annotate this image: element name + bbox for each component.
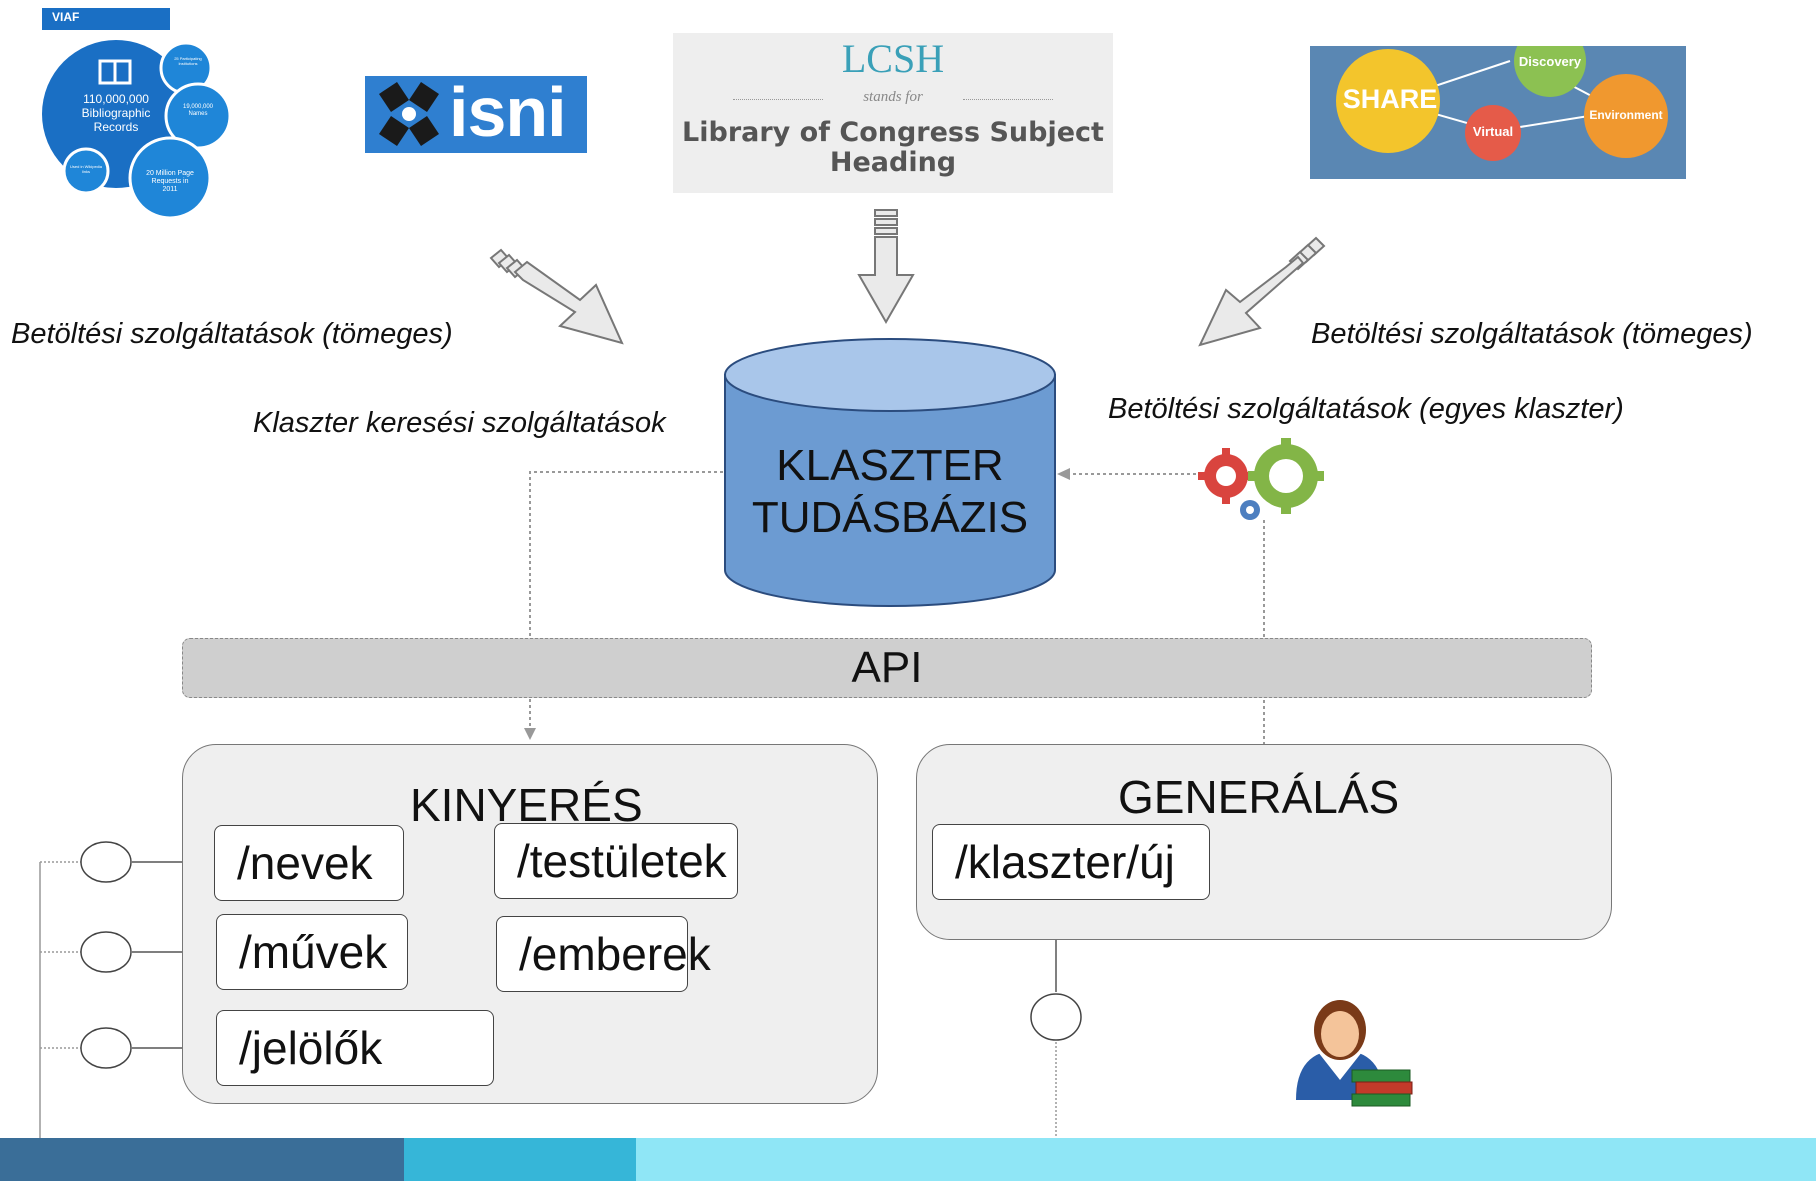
isni-logo: isni: [365, 73, 587, 153]
muvek-interface-circle: [80, 931, 132, 973]
footer-band-light: [636, 1138, 1816, 1181]
viaf-badge: VIAF: [52, 10, 80, 24]
viaf-requests-text: 20 Million Page Requests in 2011: [146, 170, 194, 193]
endpoint-klaszter-uj[interactable]: /klaszter/új: [932, 824, 1210, 900]
lcsh-stands-for: stands for: [863, 89, 923, 105]
cluster-search-label: Klaszter keresési szolgáltatások: [253, 407, 666, 439]
share-discovery: Discovery: [1518, 54, 1582, 69]
gears-icon: [1198, 438, 1324, 520]
lcsh-full-line2: Heading: [829, 147, 957, 178]
lcsh-full-line1: Library of Congress Subject: [682, 117, 1104, 148]
lcsh-logo: LCSH stands for Library of Congress Subj…: [673, 33, 1113, 193]
share-label: SHARE: [1342, 84, 1438, 114]
generation-interface-circle: [1030, 993, 1082, 1041]
interface-lines: [39, 861, 1057, 1181]
interface-circles: [80, 841, 1082, 1069]
librarian-icon: [1296, 1000, 1413, 1107]
database-title-line1: KLASZTER: [776, 441, 1004, 490]
search-connector: [529, 471, 723, 728]
lcsh-divider-right: [963, 99, 1053, 100]
endpoint-testuletek[interactable]: /testületek: [494, 823, 738, 899]
jelolok-interface-circle: [80, 1027, 132, 1069]
bulk-load-right-label: Betöltési szolgáltatások (tömeges): [1311, 318, 1753, 350]
nevek-interface-circle: [80, 841, 132, 883]
endpoint-jelolok[interactable]: /jelölők: [216, 1010, 494, 1086]
generation-title: GENERÁLÁS: [1118, 771, 1400, 823]
extraction-title: KINYERÉS: [410, 779, 643, 831]
lcsh-abbr: LCSH: [841, 36, 945, 81]
isni-text: isni: [449, 73, 567, 151]
viaf-wikipedia-text: Used in Wikipedia links: [70, 164, 103, 174]
database-cylinder: [724, 338, 1056, 607]
database-title-line2: TUDÁSBÁZIS: [751, 493, 1029, 542]
footer-band-mid: [404, 1138, 636, 1181]
endpoint-emberek[interactable]: /emberek: [496, 916, 711, 992]
database-title: KLASZTER TUDÁSBÁZIS: [725, 440, 1055, 544]
api-bar: API: [182, 638, 1592, 698]
viaf-main-text: 110,000,000 Bibliographic Records: [81, 92, 151, 134]
share-logo: SHARE Discovery Virtual Environment: [1310, 46, 1686, 179]
bulk-load-left-label: Betöltési szolgáltatások (tömeges): [11, 318, 453, 350]
endpoint-nevek[interactable]: /nevek: [214, 825, 404, 901]
arrow-down-icon: [857, 209, 915, 325]
share-virtual: Virtual: [1472, 124, 1514, 139]
search-connector-arrowhead: [524, 728, 536, 740]
viaf-institutions-text: 25 Participating Institutions: [174, 56, 202, 66]
lcsh-divider-left: [733, 99, 823, 100]
single-cluster-load-label: Betöltési szolgáltatások (egyes klaszter…: [1108, 393, 1624, 425]
arrow-down-left-icon: [1198, 236, 1326, 347]
viaf-names-text: 19,000,000 Names: [182, 104, 214, 117]
share-environment: Environment: [1589, 108, 1663, 122]
arrow-down-right-icon: [489, 248, 624, 345]
viaf-logo: [38, 6, 248, 221]
footer-band-dark: [0, 1138, 404, 1181]
single-load-arrowhead: [1057, 468, 1070, 480]
endpoint-muvek[interactable]: /művek: [216, 914, 408, 990]
